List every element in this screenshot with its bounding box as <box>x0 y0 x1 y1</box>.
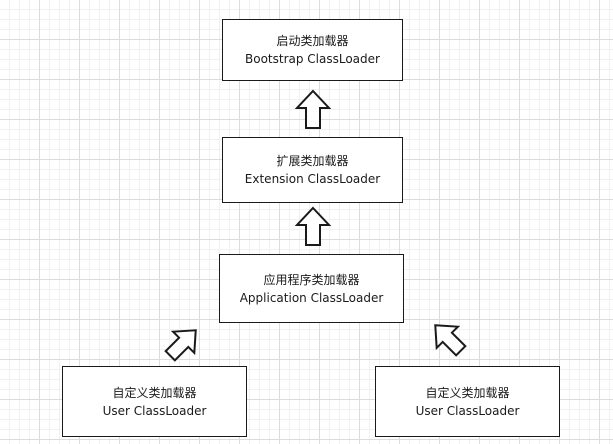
bootstrap-subtitle: Bootstrap ClassLoader <box>245 52 380 66</box>
application-subtitle: Application ClassLoader <box>239 290 384 305</box>
extension-subtitle: Extension ClassLoader <box>244 172 381 186</box>
user-right-subtitle: User ClassLoader <box>415 403 520 418</box>
user-left-subtitle: User ClassLoader <box>102 403 207 418</box>
application-classloader-box[interactable]: 应用程序类加载器 Application ClassLoader <box>219 254 404 323</box>
application-title: 应用程序类加载器 <box>263 272 360 287</box>
bootstrap-title: 启动类加载器 <box>276 34 349 48</box>
extension-title: 扩展类加载器 <box>276 154 349 168</box>
user-classloader-box-left[interactable]: 自定义类加载器 User ClassLoader <box>62 366 247 437</box>
bootstrap-classloader-box[interactable]: 启动类加载器 Bootstrap ClassLoader <box>222 19 403 81</box>
user-left-title: 自定义类加载器 <box>112 385 197 400</box>
extension-classloader-box[interactable]: 扩展类加载器 Extension ClassLoader <box>222 137 403 203</box>
up-arrow-icon-extension-to-bootstrap <box>294 89 332 129</box>
user-right-title: 自定义类加载器 <box>425 385 510 400</box>
up-arrow-icon-application-to-extension <box>294 206 332 246</box>
up-left-arrow-icon-user-right-to-application <box>434 324 467 357</box>
user-classloader-box-right[interactable]: 自定义类加载器 User ClassLoader <box>375 366 560 437</box>
up-right-arrow-icon-user-left-to-application <box>164 329 197 362</box>
